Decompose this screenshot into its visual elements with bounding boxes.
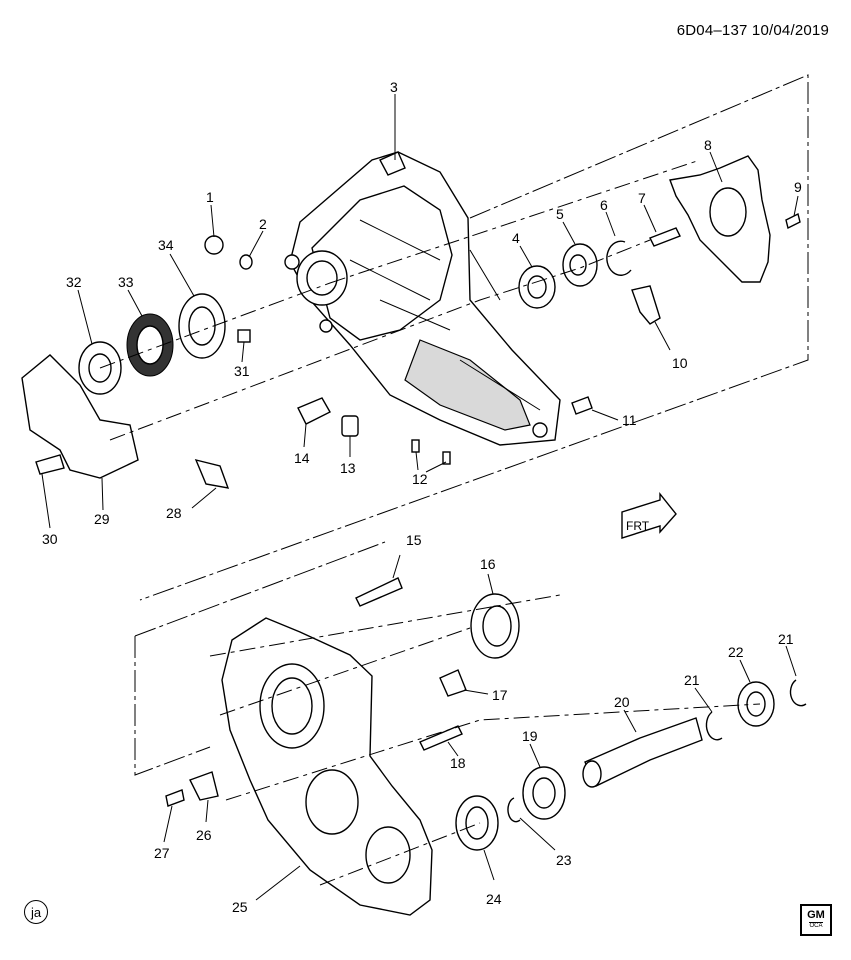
label-part-18: 18 xyxy=(450,755,466,771)
oil-pump-gear xyxy=(562,243,598,287)
label-part-23: 23 xyxy=(556,852,572,868)
corner-tag: ja xyxy=(24,900,48,924)
label-part-1: 1 xyxy=(206,189,214,205)
label-part-33: 33 xyxy=(118,274,134,290)
gm-logo: GM OCA xyxy=(800,904,832,936)
screw-27 xyxy=(165,789,185,807)
label-part-25: 25 xyxy=(232,899,248,915)
leader-lines xyxy=(41,94,799,901)
label-part-29: 29 xyxy=(94,511,110,527)
label-part-7: 7 xyxy=(638,190,646,206)
label-part-11: 11 xyxy=(622,412,637,428)
label-part-4: 4 xyxy=(512,230,520,246)
bolt-9 xyxy=(785,212,801,230)
connector-28 xyxy=(194,458,230,489)
label-part-19: 19 xyxy=(522,728,538,744)
stud-18 xyxy=(419,725,463,751)
snap-ring-21b xyxy=(789,679,807,707)
front-direction-arrow: FRT xyxy=(621,492,677,539)
seal-33 xyxy=(126,313,174,377)
label-part-28: 28 xyxy=(166,505,182,521)
label-part-10: 10 xyxy=(672,355,688,371)
plug-11 xyxy=(571,396,593,415)
fill-plug-1 xyxy=(204,235,224,255)
bolt-15 xyxy=(355,577,403,607)
label-part-8: 8 xyxy=(704,137,712,153)
label-part-20: 20 xyxy=(614,694,630,710)
label-part-13: 13 xyxy=(340,460,356,476)
drain-plug-13 xyxy=(341,415,359,437)
label-part-16: 16 xyxy=(480,556,496,572)
snap-ring-21a xyxy=(705,711,723,741)
gm-logo-bottom: OCA xyxy=(809,922,823,929)
retaining-ring-6 xyxy=(606,240,632,276)
label-part-30: 30 xyxy=(42,531,58,547)
frt-label: FRT xyxy=(626,519,650,533)
rear-case-housing xyxy=(221,617,433,916)
vent-fitting-14 xyxy=(297,397,331,425)
label-part-31: 31 xyxy=(234,363,250,379)
label-part-17: 17 xyxy=(492,687,508,703)
label-part-2: 2 xyxy=(259,216,267,232)
lower-assembly-frame xyxy=(134,541,386,776)
label-part-32: 32 xyxy=(66,274,82,290)
seal-16 xyxy=(470,593,520,659)
dowel-pins-12 xyxy=(411,439,451,465)
label-part-6: 6 xyxy=(600,197,608,213)
label-part-26: 26 xyxy=(196,827,212,843)
bearing-24 xyxy=(455,795,499,851)
label-part-5: 5 xyxy=(556,206,564,222)
lower-assembly-axis xyxy=(209,594,761,886)
sensor-17 xyxy=(439,669,467,697)
part-labels: 3 1 2 4 5 6 7 8 9 10 11 12 13 14 15 16 1… xyxy=(42,79,802,915)
label-part-9: 9 xyxy=(794,179,802,195)
label-part-14: 14 xyxy=(294,450,310,466)
bolt-30 xyxy=(35,454,65,475)
gasket-plate xyxy=(669,155,771,283)
actuator-bracket-29 xyxy=(21,354,139,479)
front-case-housing xyxy=(284,151,561,446)
label-part-24: 24 xyxy=(486,891,502,907)
oil-pump-rotor xyxy=(518,265,556,309)
label-part-22: 22 xyxy=(728,644,744,660)
label-part-21a: 21 xyxy=(684,672,700,688)
seal-19 xyxy=(522,766,566,820)
label-part-15: 15 xyxy=(406,532,422,548)
label-part-3: 3 xyxy=(390,79,398,95)
label-part-34: 34 xyxy=(158,237,174,253)
label-part-21b: 21 xyxy=(778,631,794,647)
diagram-reference-code: 6D04–137 10/04/2019 xyxy=(676,22,829,39)
clip-26 xyxy=(189,771,219,801)
o-ring-2 xyxy=(239,254,253,270)
output-shaft-20 xyxy=(582,717,703,788)
pump-shaft-pin xyxy=(649,227,681,247)
snap-ring-23 xyxy=(507,797,521,823)
gm-logo-top: GM xyxy=(807,909,825,921)
upper-assembly-frame xyxy=(139,74,809,601)
bearing-34 xyxy=(178,293,226,359)
upper-assembly-axis xyxy=(99,159,701,441)
speed-sensor-10 xyxy=(631,285,661,325)
label-part-27: 27 xyxy=(154,845,170,861)
nut-31 xyxy=(237,329,251,343)
label-part-12: 12 xyxy=(412,471,428,487)
